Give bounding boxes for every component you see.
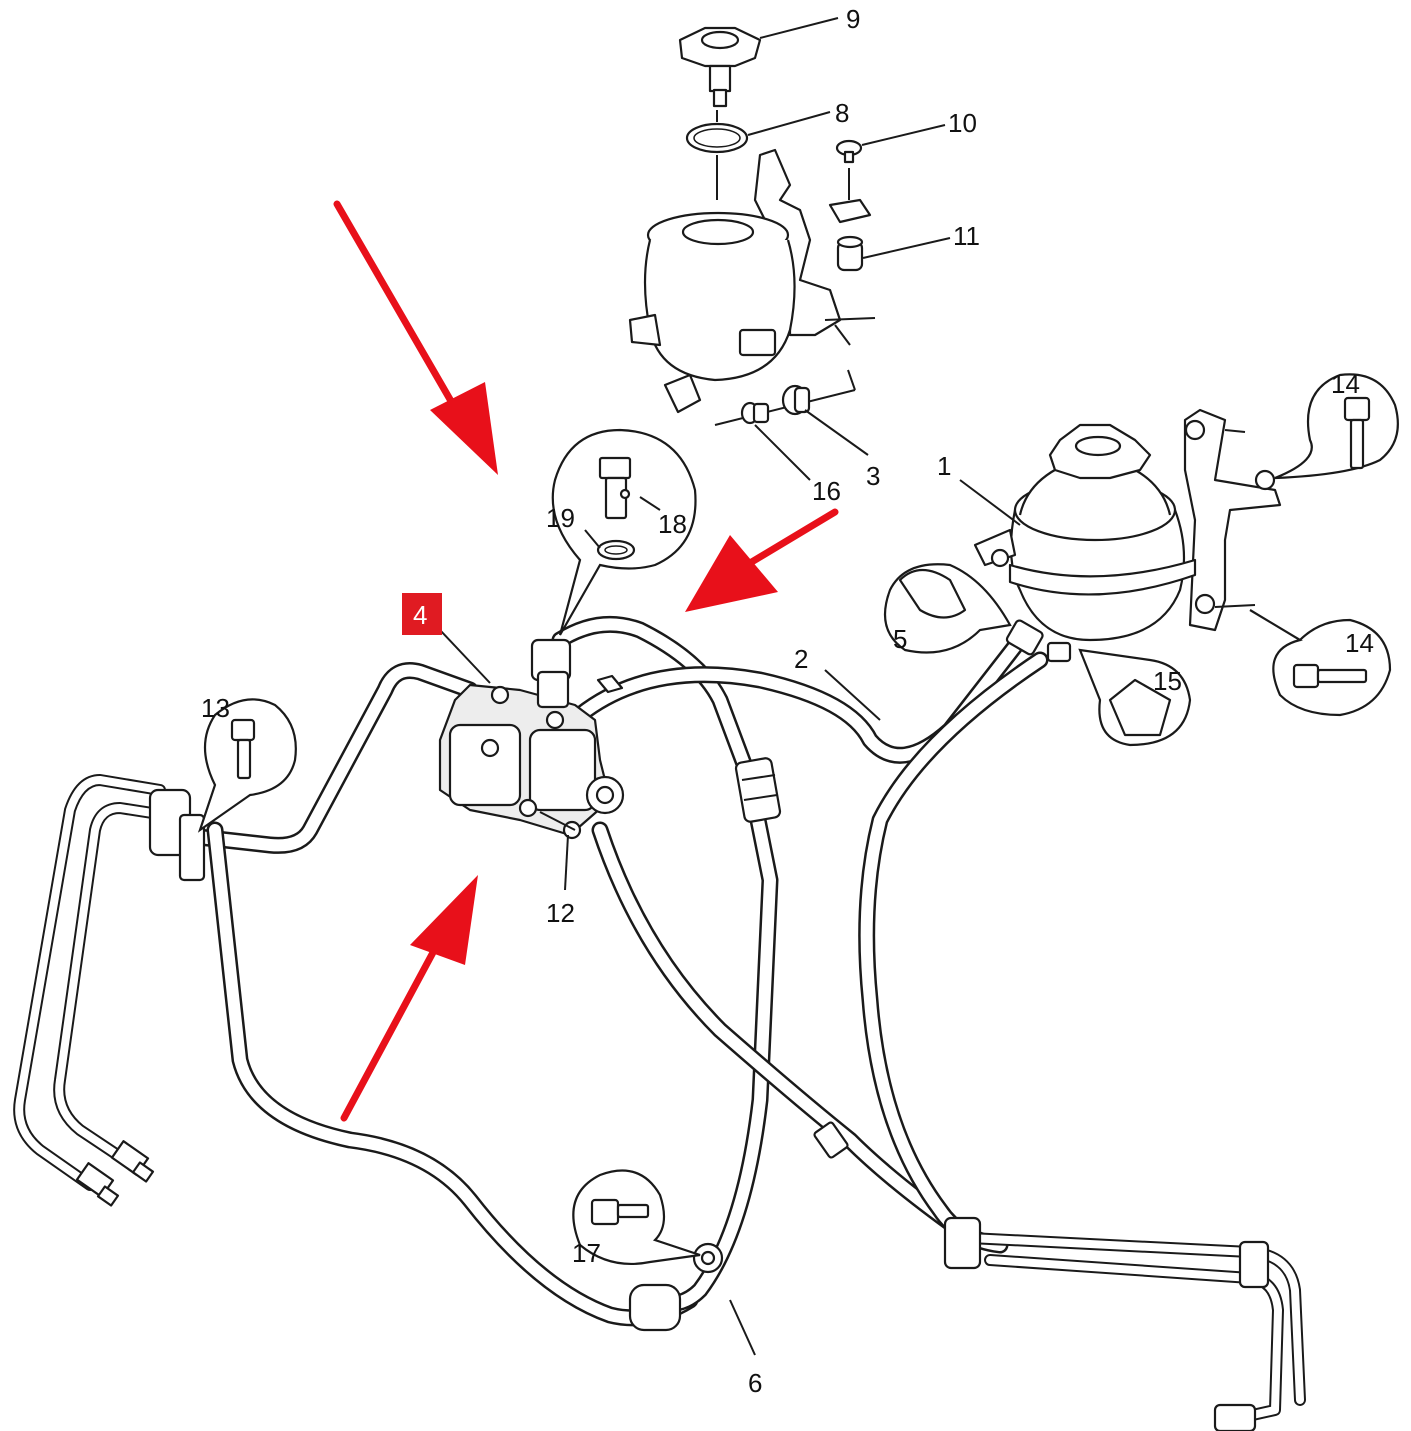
part-4-highlight (402, 593, 442, 635)
label-4: 4 (413, 600, 427, 630)
label-3: 3 (866, 461, 880, 491)
label-17: 17 (572, 1238, 601, 1268)
callout-14-bottom (1249, 609, 1392, 717)
callout-14-top (1274, 373, 1399, 480)
label-10: 10 (948, 108, 977, 138)
hoses (13, 615, 1306, 1426)
label-19: 19 (546, 503, 575, 533)
label-15: 15 (1153, 666, 1182, 696)
bottom-hose-clamp (628, 1242, 724, 1332)
hose-6-connector (734, 757, 782, 823)
arrow-top-left (333, 200, 498, 475)
label-14-top: 14 (1331, 369, 1360, 399)
reservoir-exploded-view (628, 26, 876, 426)
arrow-right (685, 508, 839, 612)
reservoir-installed (973, 408, 1282, 663)
steering-pump (438, 638, 625, 840)
leader-lines (439, 17, 1021, 1356)
part-labels: 9 8 10 11 16 3 1 2 5 15 14 14 18 19 4 13… (201, 4, 1374, 1398)
label-12: 12 (546, 898, 575, 928)
label-6: 6 (748, 1368, 762, 1398)
label-14-bottom: 14 (1345, 628, 1374, 658)
callout-18-19 (551, 428, 697, 636)
label-13: 13 (201, 693, 230, 723)
label-2: 2 (794, 644, 808, 674)
label-11: 11 (953, 221, 980, 251)
callout-13 (197, 698, 297, 833)
label-5: 5 (893, 624, 907, 654)
red-arrows (333, 200, 839, 1122)
arrow-bottom (340, 875, 478, 1122)
callout-5 (883, 563, 1012, 654)
callout-15 (1078, 648, 1192, 747)
left-bracket-clip (148, 788, 206, 882)
label-16: 16 (812, 476, 841, 506)
label-1: 1 (937, 451, 951, 481)
left-pipe-fittings (75, 1140, 155, 1207)
label-18: 18 (658, 509, 687, 539)
label-8: 8 (835, 98, 849, 128)
callout-17 (572, 1169, 701, 1266)
lower-right-fittings (813, 1121, 1270, 1431)
label-9: 9 (846, 4, 860, 34)
